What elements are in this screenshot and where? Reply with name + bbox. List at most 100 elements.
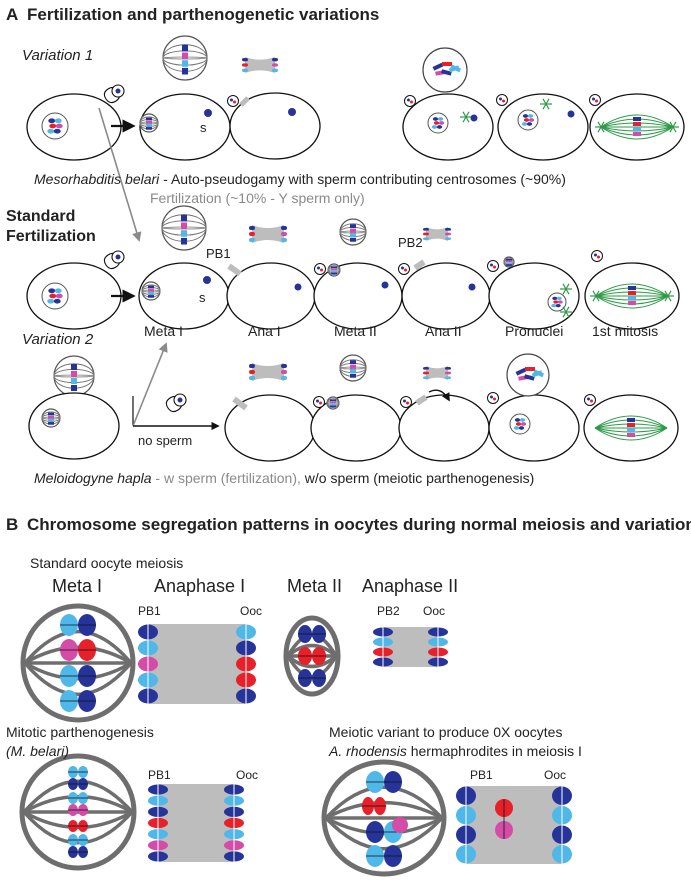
spindle-meta2-in-egg <box>327 263 341 277</box>
chromosome <box>330 401 336 404</box>
bridge-zoom-var2-ana1 <box>249 363 287 381</box>
polar-body-outline <box>487 260 499 272</box>
chromosome <box>48 422 54 425</box>
meta1-big-spindle <box>20 603 136 723</box>
aster-ray <box>664 290 669 297</box>
aster-ray <box>542 103 547 110</box>
chromatid <box>55 293 63 299</box>
chromosome <box>249 364 255 368</box>
b-anaphase1-label: Anaphase I <box>154 576 246 596</box>
spindle-fiber <box>24 661 132 681</box>
stage-label-ana2: Ana II <box>425 323 462 339</box>
chromosome-pair <box>47 298 61 304</box>
chromosome-pair <box>552 296 562 301</box>
bridge-zoom-ana1 <box>249 225 287 243</box>
chromosome <box>182 60 188 67</box>
meiotic-variant-title: Meiotic variant to produce 0X oocytes <box>329 724 563 740</box>
spindle-fiber <box>503 257 515 267</box>
chromosome <box>350 237 356 242</box>
chromosome <box>249 238 255 242</box>
chromosome <box>350 233 356 238</box>
chromosome <box>633 117 641 121</box>
chromatid <box>53 128 61 134</box>
spindle-ana1 <box>227 263 242 277</box>
chromatid <box>521 122 528 126</box>
chromosome <box>331 266 337 269</box>
chromatid <box>557 300 563 304</box>
mitotic-spindle-var2 <box>594 415 668 441</box>
spindle-var2-ana2 <box>415 394 428 406</box>
chromatid <box>551 303 557 308</box>
hapla-without-sperm: w/o sperm (meiotic parthenogenesis) <box>304 470 535 486</box>
chromosome <box>633 122 641 126</box>
chromosome <box>48 418 54 422</box>
chromatid <box>47 298 55 304</box>
fertilization-note: Fertilization (~10% - Y sperm only) <box>150 190 365 206</box>
chromosome <box>281 238 287 242</box>
sperm-dot-var1 <box>204 109 212 117</box>
chromatid <box>513 426 520 430</box>
chromosome <box>423 367 429 370</box>
anaphase2-big-bridge <box>373 627 448 667</box>
polar-body-var1-b <box>404 95 416 107</box>
mitotic-parthenogenesis-species: (M. belari) <box>6 743 70 759</box>
aster-ray <box>565 306 570 313</box>
b-meta1-label: Meta I <box>52 576 103 596</box>
chromosome <box>71 378 77 384</box>
aster-ray <box>597 121 602 128</box>
chromosome-pair <box>514 418 526 422</box>
polar-body-var1-d <box>589 94 601 106</box>
pb-chrom <box>597 255 600 259</box>
chromosome-pair <box>432 117 444 121</box>
chromatid <box>526 122 533 126</box>
stage-label-1st-mitosis: 1st mitosis <box>592 323 659 339</box>
oocyte-var1-start <box>26 93 122 161</box>
chromosome-pair <box>522 114 534 118</box>
sperm-std <box>103 250 125 270</box>
chromosome <box>331 268 337 271</box>
chromosome <box>627 423 635 427</box>
chromosome <box>148 285 154 289</box>
pb-chrom <box>407 98 410 102</box>
chromatid <box>54 288 62 294</box>
chromosome <box>441 69 452 76</box>
pb-chrom <box>406 401 409 405</box>
chromosome <box>445 371 451 375</box>
chromosome <box>350 228 356 233</box>
chromosome <box>249 376 255 380</box>
spindle-var2-meta2 <box>326 396 340 410</box>
no-sperm-label: no sperm <box>138 433 193 448</box>
chromosome <box>633 127 641 131</box>
bridge-zoom-ana2 <box>423 227 451 241</box>
pb-chrom <box>230 98 233 102</box>
aster-ray <box>600 121 605 128</box>
polar-body-outline <box>227 95 239 107</box>
polar-body-outline <box>589 94 601 106</box>
oocyte-ana2 <box>401 262 491 330</box>
chromatid <box>520 422 527 426</box>
spindle-bridge <box>426 366 448 380</box>
pb-chrom <box>319 401 322 405</box>
chromosome <box>146 117 152 121</box>
pronucleus-zoom-var2 <box>506 353 550 397</box>
chromatid <box>433 121 440 125</box>
aster-ray <box>545 103 550 110</box>
aster-ray <box>672 126 677 133</box>
meta2-big-spindle <box>283 615 341 697</box>
spindle-fiber <box>600 114 674 128</box>
chromosome <box>146 127 152 130</box>
chromosome <box>350 360 356 365</box>
s-label-var1: s <box>200 120 207 135</box>
chromosome <box>633 132 641 136</box>
chromosome <box>330 405 336 408</box>
polar-body-var2-c <box>487 392 499 404</box>
b-ooc-label-1: Ooc <box>240 604 263 618</box>
chromatid <box>528 118 535 122</box>
chromosome-pair <box>513 426 525 430</box>
spindle-fiber <box>22 779 134 814</box>
chromosome-pair <box>49 123 63 129</box>
chromosome <box>445 232 451 236</box>
pronucleus-zoom-var1 <box>422 47 468 93</box>
chromosome <box>350 364 356 369</box>
b-pb1-label-3: PB1 <box>470 768 493 782</box>
